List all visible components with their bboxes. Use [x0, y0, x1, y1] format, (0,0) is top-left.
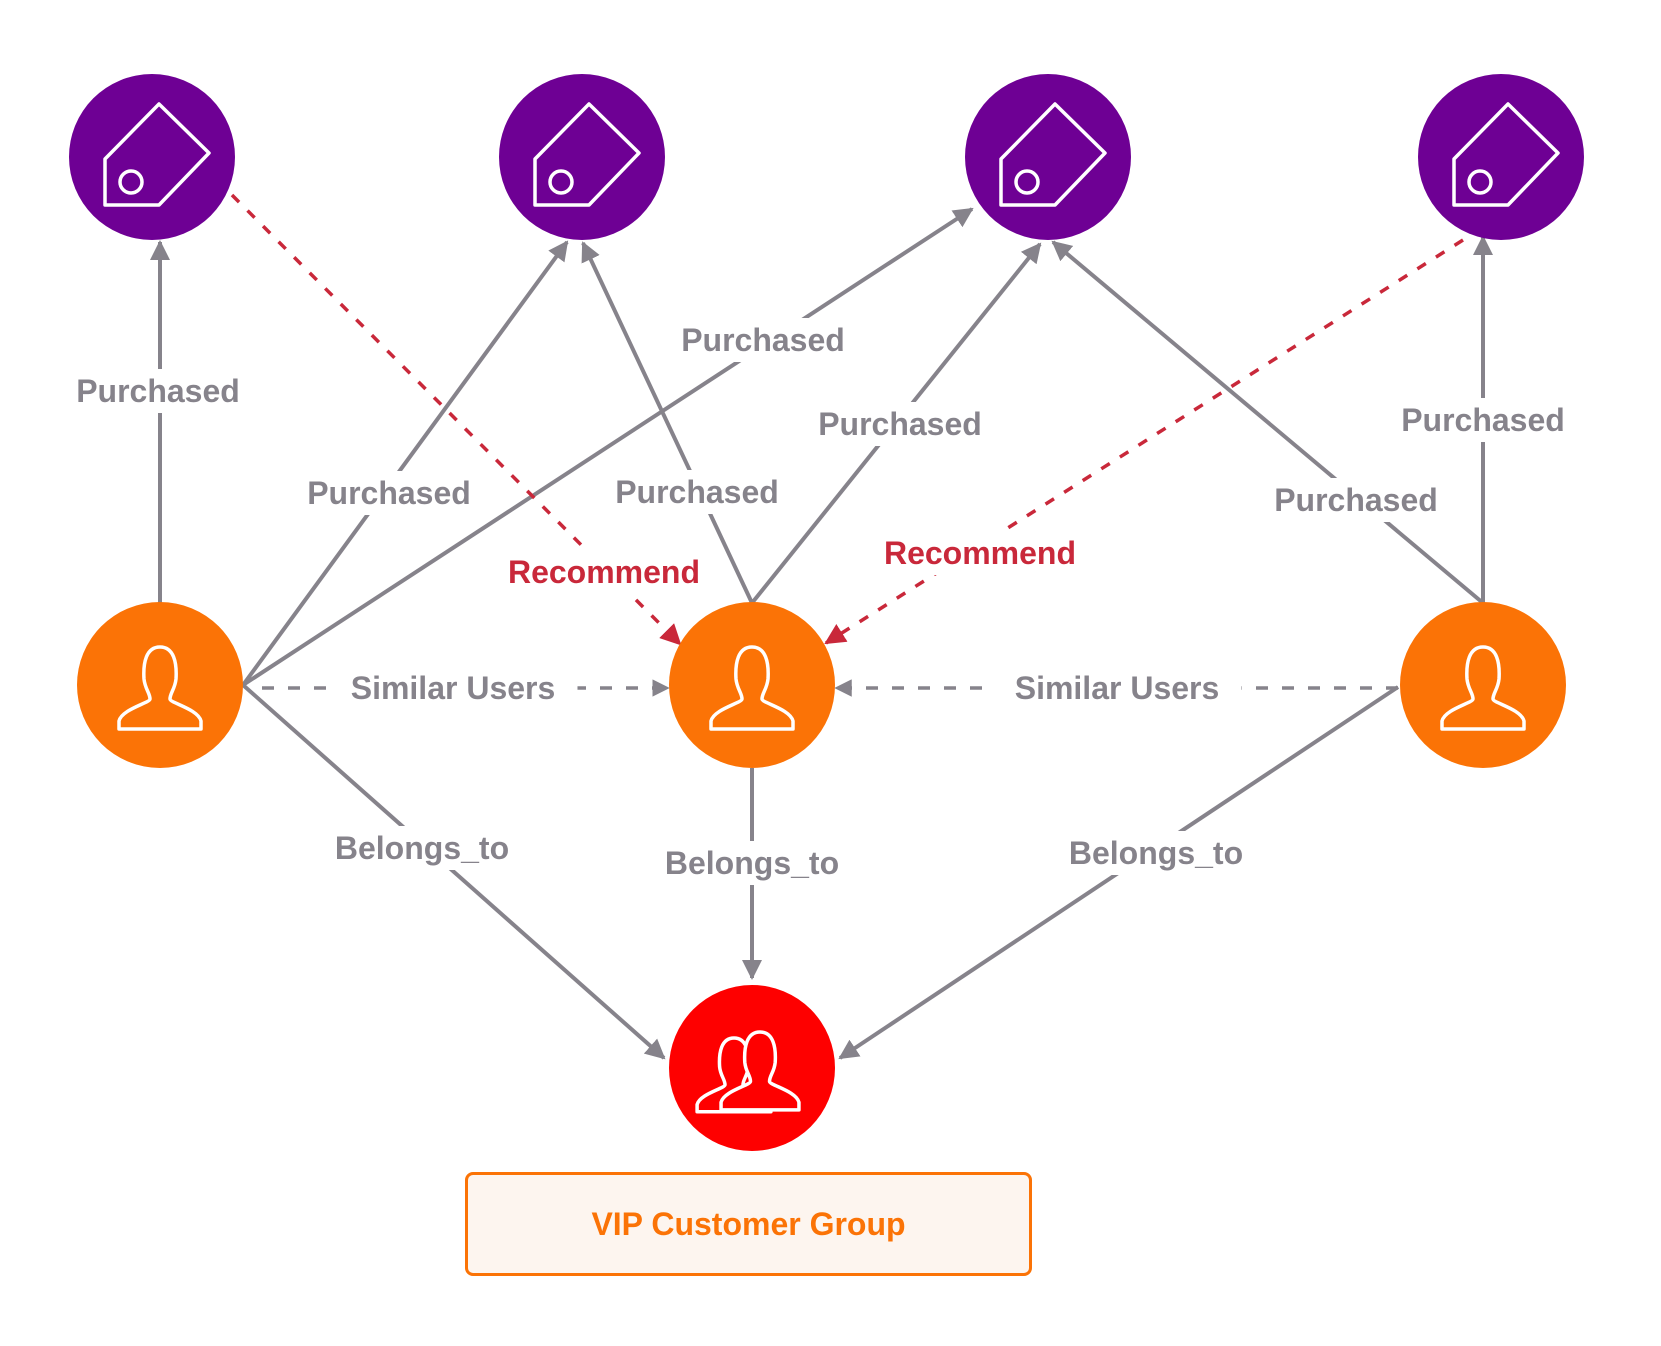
edge-label-purchased: Purchased: [615, 474, 779, 510]
edge-label-background: [328, 666, 578, 710]
edge-label-purchased: Purchased: [1274, 482, 1438, 518]
edge-purchased-U3-P3: [1051, 240, 1485, 605]
edge-label-similar-users: Similar Users: [1015, 670, 1220, 706]
user-node-circle: [669, 602, 835, 768]
users-group-icon: [695, 1030, 801, 1114]
product-node-p1[interactable]: [69, 74, 235, 240]
user-node-u1[interactable]: [77, 602, 243, 768]
product-node-circle: [69, 74, 235, 240]
tag-icon: [1452, 102, 1560, 207]
tag-outline: [1452, 102, 1560, 207]
edge-label-belongs-to: Belongs_to: [1069, 835, 1243, 871]
tag-outline: [533, 102, 641, 207]
nodes-layer: [69, 74, 1584, 1151]
user-node-circle: [77, 602, 243, 768]
edge-label-background: [1267, 478, 1445, 522]
edge-label-background: [324, 826, 520, 870]
edge-label-similar-users: Similar Users: [351, 670, 556, 706]
edge-labels-layer: PurchasedPurchasedPurchasedPurchasedPurc…: [69, 318, 1572, 885]
edge-purchased-U1-P3: [241, 207, 974, 687]
edge-label-background: [811, 402, 989, 446]
user-node-circle: [1400, 602, 1566, 768]
tag-hole: [118, 169, 144, 195]
product-node-circle: [1418, 74, 1584, 240]
edge-label-belongs-to: Belongs_to: [335, 830, 509, 866]
edge-label-purchased: Purchased: [307, 475, 471, 511]
edge-belongs-to-U1-G: [241, 683, 666, 1060]
product-node-p4[interactable]: [1418, 74, 1584, 240]
edge-label-purchased: Purchased: [818, 406, 982, 442]
person-outline: [1440, 645, 1526, 731]
product-node-circle: [499, 74, 665, 240]
tag-icon: [999, 102, 1107, 207]
edge-label-background: [654, 841, 850, 885]
person-outline: [709, 645, 795, 731]
user-icon: [117, 645, 203, 731]
tag-icon: [103, 102, 211, 207]
edge-label-background: [891, 531, 1069, 575]
person-outline: [117, 645, 203, 731]
tag-hole: [548, 169, 574, 195]
edge-label-recommend: Recommend: [884, 535, 1076, 571]
person-outline-front: [719, 1030, 801, 1112]
user-icon: [1440, 645, 1526, 731]
edge-label-background: [608, 470, 786, 514]
edge-label-background: [1058, 831, 1254, 875]
tag-hole: [1014, 169, 1040, 195]
edge-label-purchased: Purchased: [1401, 402, 1565, 438]
edge-label-background: [1394, 398, 1572, 442]
product-node-p3[interactable]: [965, 74, 1131, 240]
edge-label-background: [515, 550, 693, 594]
tag-outline: [103, 102, 211, 207]
edge-label-purchased: Purchased: [681, 322, 845, 358]
product-node-circle: [965, 74, 1131, 240]
vip-customer-group-box: VIP Customer Group: [465, 1172, 1032, 1276]
user-node-u3[interactable]: [1400, 602, 1566, 768]
tag-icon: [533, 102, 641, 207]
edge-label-purchased: Purchased: [76, 373, 240, 409]
edge-label-belongs-to: Belongs_to: [665, 845, 839, 881]
edge-label-recommend: Recommend: [508, 554, 700, 590]
edge-label-background: [992, 666, 1242, 710]
edge-label-background: [300, 471, 478, 515]
edge-purchased-U2-P2: [581, 241, 754, 604]
edge-purchased-U1-P2: [241, 240, 569, 687]
edge-label-background: [674, 318, 852, 362]
tag-hole: [1467, 169, 1493, 195]
group-node-g[interactable]: [669, 985, 835, 1151]
vip-customer-group-label: VIP Customer Group: [591, 1205, 906, 1242]
user-icon: [709, 645, 795, 731]
user-node-u2[interactable]: [669, 602, 835, 768]
product-node-p2[interactable]: [499, 74, 665, 240]
edge-label-background: [69, 369, 247, 413]
tag-outline: [999, 102, 1107, 207]
edge-recommend-P4-U2: [824, 238, 1464, 645]
